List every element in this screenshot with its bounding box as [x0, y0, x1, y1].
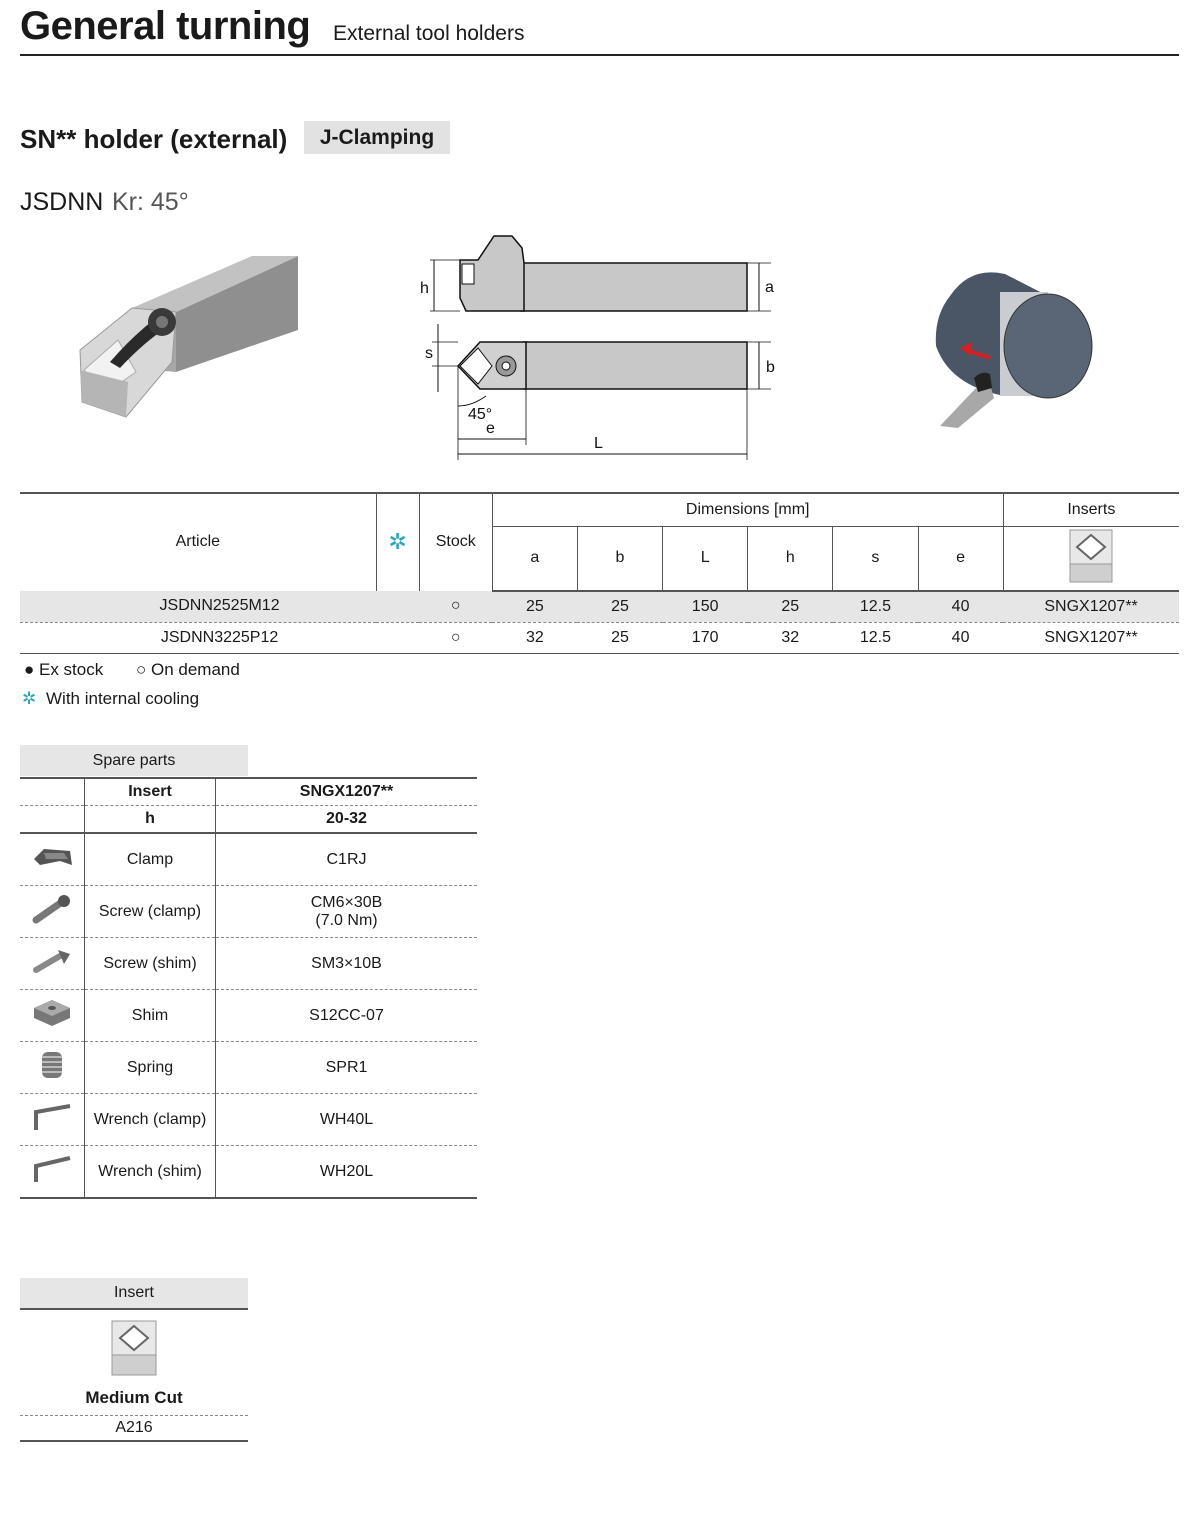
spare-parts-table: Insert SNGX1207** h 20-32 Clamp C1RJ Scr…: [20, 777, 477, 1199]
cooling-header-icon: ✲: [376, 492, 420, 591]
cell-h: 32: [747, 622, 833, 654]
spare-part-row: Spring SPR1: [20, 1041, 477, 1094]
article-table: Article ✲ Stock Dimensions [mm] Inserts …: [20, 492, 1179, 654]
insert-cut-type: Medium Cut: [85, 1388, 183, 1407]
col-b: b: [577, 526, 664, 592]
article-code: JSDNN2525M12: [20, 590, 420, 623]
cell-insert: SNGX1207**: [1003, 622, 1179, 654]
clamp-icon: [20, 833, 85, 886]
spare-part-row: Wrench (shim) WH20L: [20, 1145, 477, 1199]
spare-insert-label: Insert: [84, 777, 216, 806]
shim-icon: [20, 989, 85, 1042]
dimension-drawing: h a s b 45° e L: [420, 235, 775, 460]
part-code-line: CM6×30B: [310, 893, 383, 911]
part-name: Shim: [84, 989, 216, 1042]
col-a: a: [492, 526, 578, 592]
spare-part-row: Screw (clamp) CM6×30B(7.0 Nm): [20, 885, 477, 938]
cell-a: 25: [492, 590, 578, 623]
cell-e: 40: [918, 590, 1004, 623]
wrench-icon: [20, 1145, 85, 1199]
legend-on-demand: ○ On demand: [136, 660, 240, 679]
col-e: e: [918, 526, 1004, 592]
spare-part-row: Screw (shim) SM3×10B: [20, 937, 477, 990]
cell-e: 40: [918, 622, 1004, 654]
clamping-badge: J-Clamping: [304, 121, 450, 154]
screw-clamp-icon: [20, 885, 85, 938]
dim-L-label: L: [594, 435, 603, 452]
workpiece-image: [935, 272, 1093, 428]
col-s: s: [832, 526, 919, 592]
legend-ex-stock: ● Ex stock: [24, 660, 104, 679]
part-code: SM3×10B: [215, 937, 477, 990]
insert-divider: [20, 1415, 248, 1416]
part-torque: (7.0 Nm): [315, 911, 378, 929]
insert-grade: A216: [115, 1419, 153, 1436]
table-row: JSDNN3225P12 ○ 32 25 170 32 12.5 40 SNGX…: [20, 622, 1179, 654]
wrench-icon: [20, 1093, 85, 1146]
part-code: WH20L: [215, 1145, 477, 1199]
dimensions-header: Dimensions [mm]: [492, 492, 1004, 527]
cell-L: 150: [662, 590, 748, 623]
model-kr-angle: Kr: 45°: [112, 188, 189, 216]
cell-s: 12.5: [832, 590, 918, 623]
dim-angle-label: 45°: [468, 406, 492, 423]
page-subtitle: External tool holders: [333, 22, 525, 45]
insert-box-title: Insert: [20, 1278, 248, 1310]
cell-a: 32: [492, 622, 578, 654]
dim-a-label: a: [765, 279, 774, 296]
title-divider: [20, 54, 1179, 56]
spare-parts-title: Spare parts: [20, 745, 248, 776]
stock-value: ○: [419, 622, 493, 654]
cooling-icon: ✲: [22, 689, 37, 708]
spare-insert-value: SNGX1207**: [215, 777, 477, 806]
stock-value: ○: [419, 590, 493, 623]
cell-h: 25: [747, 590, 833, 623]
table-row: JSDNN2525M12 ○ 25 25 150 25 12.5 40 SNGX…: [20, 590, 1179, 623]
part-name: Wrench (clamp): [84, 1093, 216, 1146]
dim-h-label: h: [420, 280, 429, 297]
part-name: Screw (shim): [84, 937, 216, 990]
cell-s: 12.5: [832, 622, 918, 654]
col-L: L: [662, 526, 749, 592]
model-name: JSDNN: [20, 188, 104, 216]
dim-s-label: s: [425, 345, 433, 362]
part-name: Wrench (shim): [84, 1145, 216, 1199]
spring-icon: [20, 1041, 85, 1094]
spare-part-row: Wrench (clamp) WH40L: [20, 1093, 477, 1146]
screw-shim-icon: [20, 937, 85, 990]
part-code: SPR1: [215, 1041, 477, 1094]
legend-cooling: With internal cooling: [46, 689, 200, 708]
spare-part-row: Clamp C1RJ: [20, 833, 477, 886]
insert-icon: [111, 1320, 157, 1376]
spare-part-row: Shim S12CC-07: [20, 989, 477, 1042]
stock-header: Stock: [419, 492, 493, 591]
article-code: JSDNN3225P12: [20, 622, 420, 654]
part-name: Clamp: [84, 833, 216, 886]
part-code: CM6×30B(7.0 Nm): [215, 885, 477, 938]
cell-b: 25: [577, 622, 663, 654]
part-code: S12CC-07: [215, 989, 477, 1042]
cell-L: 170: [662, 622, 748, 654]
holder-title: SN** holder (external): [20, 124, 288, 154]
cell-insert: SNGX1207**: [1003, 590, 1179, 623]
dim-e-label: e: [486, 420, 495, 437]
page-title: General turning: [20, 4, 311, 48]
insert-header-icon: [1003, 526, 1179, 592]
part-name: Spring: [84, 1041, 216, 1094]
insert-bottom-rule: [20, 1440, 248, 1442]
tool-holder-image: [79, 256, 298, 418]
dim-b-label: b: [766, 359, 775, 376]
part-name: Screw (clamp): [84, 885, 216, 938]
spare-h-label: h: [84, 805, 216, 833]
part-code: C1RJ: [215, 833, 477, 886]
part-code: WH40L: [215, 1093, 477, 1146]
col-h: h: [747, 526, 834, 592]
cell-b: 25: [577, 590, 663, 623]
article-header: Article: [20, 492, 377, 591]
spare-h-value: 20-32: [215, 805, 477, 833]
inserts-header: Inserts: [1003, 492, 1179, 527]
